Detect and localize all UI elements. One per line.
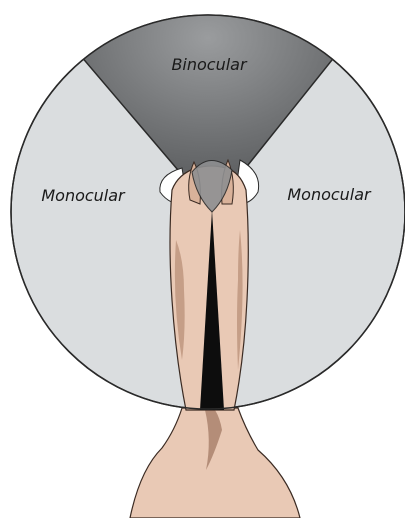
monocular-right-label: Monocular	[287, 185, 372, 204]
binocular-label: Binocular	[171, 55, 248, 74]
monocular-left-label: Monocular	[41, 186, 126, 205]
